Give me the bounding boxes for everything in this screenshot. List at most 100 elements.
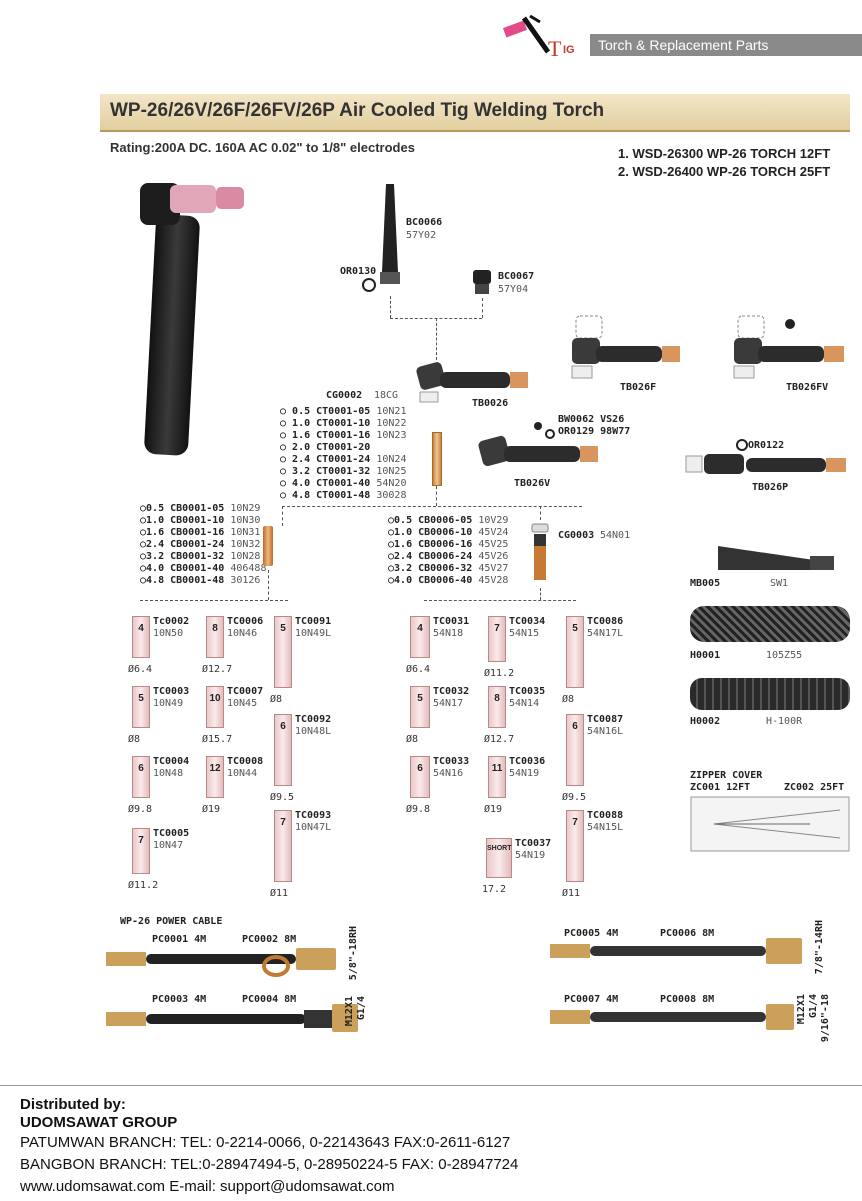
power-cable-1-icon bbox=[106, 948, 336, 977]
pc0002-code: PC0002 8M bbox=[242, 934, 297, 945]
thread-4a-label: 9/16"-18 bbox=[820, 994, 831, 1043]
nozzle-cup-icon: 12 bbox=[206, 756, 224, 798]
nozzle-cup-icon: 6 bbox=[132, 756, 150, 798]
nozzle-cup-ref: 54N17 bbox=[433, 698, 464, 709]
torch-logo-icon bbox=[502, 14, 551, 54]
nozzle-cup-code: TC0006 bbox=[227, 616, 264, 627]
nozzle-cup-diameter: Ø11 bbox=[270, 888, 289, 899]
nozzle-cup-diameter: Ø15.7 bbox=[202, 734, 233, 745]
nozzle-cup-code: TC0087 bbox=[587, 714, 624, 725]
nozzle-cup-icon: 6 bbox=[410, 756, 430, 798]
nozzle-cup-code: TC0004 bbox=[153, 756, 190, 767]
nozzle-cup-diameter: Ø9.5 bbox=[562, 792, 587, 803]
collet-row: ○ 4.0 CT0001-40 54N20 bbox=[280, 478, 407, 489]
nozzle-cup-diameter: Ø6.4 bbox=[128, 664, 153, 675]
or0129-code: OR0129 98W77 bbox=[558, 426, 631, 437]
torch-body-tb026p bbox=[685, 454, 846, 474]
torch-body-tb026fv bbox=[733, 315, 844, 379]
nozzle-cup-ref: 54N16L bbox=[587, 726, 624, 737]
tb026p-code: TB026P bbox=[752, 482, 789, 493]
nozzle-cup-diameter: Ø9.8 bbox=[128, 804, 153, 815]
collet-body-row: ○4.0 CB0001-40 406488 bbox=[140, 563, 267, 574]
collet-row: ○ 1.0 CT0001-10 10N22 bbox=[280, 418, 407, 429]
header-banner-text: Torch & Replacement Parts bbox=[598, 37, 769, 53]
collet-body-icon bbox=[263, 526, 273, 566]
nozzle-cup-icon: 7 bbox=[274, 810, 292, 882]
or0130-code: OR0130 bbox=[340, 266, 377, 277]
nozzle-cup-icon: 7 bbox=[566, 810, 584, 882]
collet-body-row: ○0.5 CB0001-05 10N29 bbox=[140, 503, 261, 514]
torch-body-tb0026 bbox=[416, 362, 528, 403]
pc0006-code: PC0006 8M bbox=[660, 928, 715, 939]
nozzle-cup-ref: 10N48 bbox=[153, 768, 184, 779]
nozzle-cup-code: TC0086 bbox=[587, 616, 624, 627]
pc0008-code: PC0008 8M bbox=[660, 994, 715, 1005]
collet-row: ○ 0.5 CT0001-05 10N21 bbox=[280, 406, 407, 417]
torch-illustration bbox=[140, 183, 244, 456]
collet-row: ○ 3.2 CT0001-32 10N25 bbox=[280, 466, 407, 477]
gas-lens-row: ○0.5 CB0006-05 10V29 bbox=[388, 515, 509, 526]
braided-hose-icon bbox=[690, 606, 850, 642]
power-cable-title: WP-26 POWER CABLE bbox=[120, 916, 223, 927]
collet-body-row: ○4.8 CB0001-48 30126 bbox=[140, 575, 261, 586]
nozzle-cup-diameter: Ø12.7 bbox=[484, 734, 515, 745]
bc0066-ref: 57Y02 bbox=[406, 230, 437, 241]
gas-lens-icon bbox=[531, 523, 549, 580]
nozzle-cup-code: TC0003 bbox=[153, 686, 190, 697]
tb0026-code: TB0026 bbox=[472, 398, 509, 409]
gas-lens-row: ○1.6 CB0006-16 45V25 bbox=[388, 539, 509, 550]
nozzle-cup-diameter: 17.2 bbox=[482, 884, 507, 895]
cg0003-code: CG0003 bbox=[558, 530, 595, 541]
collet-row: ○ 2.4 CT0001-24 10N24 bbox=[280, 454, 407, 465]
gas-lens-row: ○4.0 CB0006-40 45V28 bbox=[388, 575, 509, 586]
collet-body-list: ○0.5 CB0001-05 10N29 ○1.0 CB0001-10 10N3… bbox=[140, 503, 266, 587]
collet-row: ○ 1.6 CT0001-16 10N23 bbox=[280, 430, 407, 441]
thread-4b-label: G1/4 bbox=[808, 994, 819, 1019]
nozzle-cup-icon: 4 bbox=[410, 616, 430, 658]
nozzle-cup-ref: 10N48L bbox=[295, 726, 332, 737]
nozzle-cup-code: TC0035 bbox=[509, 686, 546, 697]
pc0004-code: PC0004 8M bbox=[242, 994, 297, 1005]
nozzle-cup-ref: 10N50 bbox=[153, 628, 184, 639]
h0001-ref: 105Z55 bbox=[766, 650, 803, 661]
bc0067-ref: 57Y04 bbox=[498, 284, 529, 295]
torch-body-tb026f bbox=[571, 315, 680, 379]
logo-letters-ig: IG bbox=[563, 44, 575, 56]
nozzle-cup-icon: 6 bbox=[274, 714, 292, 786]
long-back-cap-icon bbox=[380, 184, 400, 284]
nozzle-cup-diameter: Ø19 bbox=[202, 804, 221, 815]
nozzle-cup-icon: SHORT bbox=[486, 838, 512, 878]
thread-2b-label: M12X1 bbox=[344, 996, 355, 1027]
h0001-code: H0001 bbox=[690, 650, 721, 661]
h0002-ref: H-100R bbox=[766, 716, 803, 727]
zipper-cover-title: ZIPPER COVER bbox=[690, 770, 763, 781]
bw0062-code: BW0062 VS26 bbox=[558, 414, 625, 425]
nozzle-cup-code: TC0091 bbox=[295, 616, 332, 627]
nozzle-cup-ref: 10N46 bbox=[227, 628, 258, 639]
pc0001-code: PC0001 4M bbox=[152, 934, 207, 945]
collet-body-row: ○1.0 CB0001-10 10N30 bbox=[140, 515, 261, 526]
gas-lens-body-list: ○0.5 CB0006-05 10V29 ○1.0 CB0006-10 45V2… bbox=[388, 515, 508, 587]
title-bar: WP-26/26V/26F/26FV/26P Air Cooled Tig We… bbox=[100, 94, 850, 132]
nozzle-cup-diameter: Ø9.8 bbox=[406, 804, 431, 815]
tb026v-code: TB026V bbox=[514, 478, 551, 489]
nozzle-cup-ref: 10N47 bbox=[153, 840, 184, 851]
nozzle-cup-icon: 5 bbox=[132, 686, 150, 728]
nozzle-cup-code: TC0031 bbox=[433, 616, 470, 627]
nozzle-cup-diameter: Ø8 bbox=[562, 694, 575, 705]
cg0002-code: CG0002 bbox=[326, 390, 363, 401]
o-ring-or0122-icon bbox=[736, 439, 748, 451]
nozzle-cup-ref: 54N15 bbox=[509, 628, 540, 639]
thread-3-label: 7/8"-14RH bbox=[814, 920, 825, 975]
zipper-cover-icon bbox=[690, 796, 850, 852]
footer: Distributed by: UDOMSAWAT GROUP PATUMWAN… bbox=[0, 1085, 862, 1201]
thread-1-label: 5/8"-18RH bbox=[348, 926, 359, 981]
footer-patumwan: PATUMWAN BRANCH: TEL: 0-2214-0066, 0-221… bbox=[20, 1134, 511, 1151]
nozzle-cup-icon: 5 bbox=[410, 686, 430, 728]
nozzle-cup-icon: 8 bbox=[206, 616, 224, 658]
collet-list: ○ 0.5 CT0001-05 10N21 ○ 1.0 CT0001-10 10… bbox=[280, 406, 406, 502]
bc0066-code: BC0066 bbox=[406, 217, 443, 228]
footer-distributed: Distributed by: bbox=[20, 1096, 126, 1113]
page-title: WP-26/26V/26F/26FV/26P Air Cooled Tig We… bbox=[110, 100, 605, 121]
nozzle-cup-code: TC0033 bbox=[433, 756, 470, 767]
